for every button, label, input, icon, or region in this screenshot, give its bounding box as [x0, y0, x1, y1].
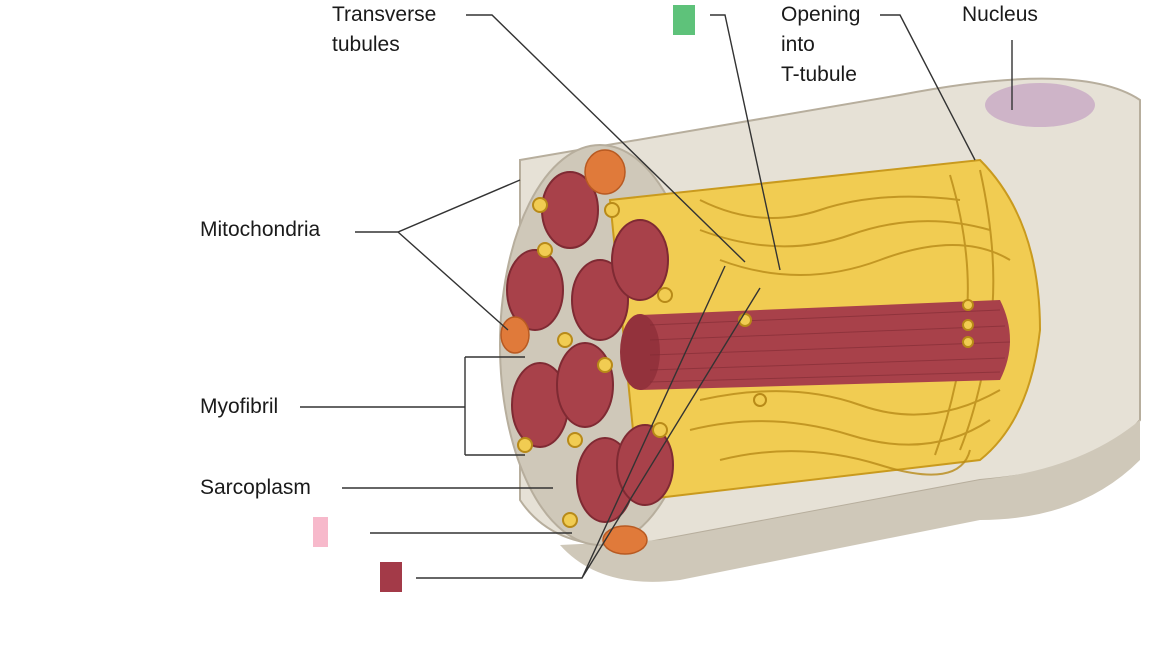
sarcolemma-shade [560, 420, 1140, 582]
label-sarcoplasm: Sarcoplasm [200, 476, 311, 499]
leader-green [710, 14, 781, 271]
mitochondria-shapes [500, 149, 648, 555]
answer-box-maroon[interactable] [380, 562, 402, 592]
leader-maroon [416, 265, 761, 579]
answer-box-pink[interactable] [313, 517, 328, 547]
leader-mitochondria [355, 179, 521, 331]
label-opening-line3: T-tubule [781, 63, 857, 86]
reticulum-network [689, 169, 1011, 476]
label-opening-line1: Opening [781, 3, 861, 26]
leader-opening [880, 14, 976, 161]
label-myofibril: Myofibril [200, 395, 279, 418]
myofibril-ends [506, 171, 674, 523]
leader-transverse [466, 14, 746, 263]
label-opening-line2: into [781, 33, 815, 56]
nucleus-shape [985, 83, 1095, 127]
leader-lines [300, 14, 1013, 579]
label-transverse-line2: tubules [332, 33, 400, 56]
tubule-rings [517, 197, 974, 528]
leader-myofibril-bracket [300, 356, 525, 456]
answer-box-green[interactable] [673, 5, 695, 35]
label-nucleus: Nucleus [962, 3, 1038, 26]
label-transverse-line1: Transverse [332, 3, 437, 26]
label-mitochondria: Mitochondria [200, 218, 321, 241]
